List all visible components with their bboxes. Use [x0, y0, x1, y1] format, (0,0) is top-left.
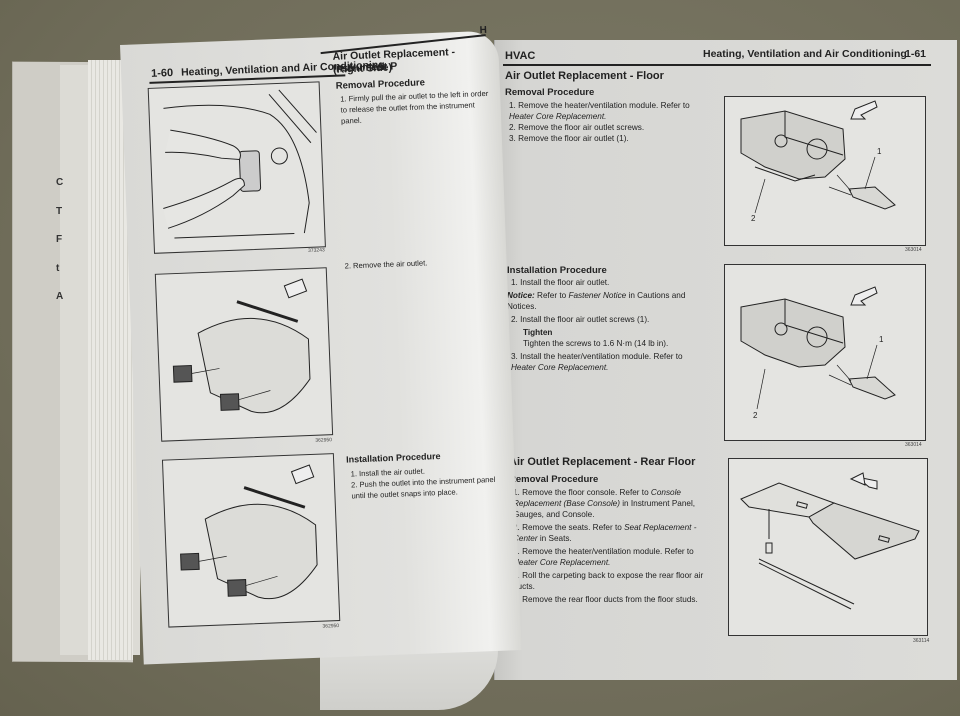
installation-heading: Installation Procedure [507, 265, 607, 276]
removal-step-1: 1. Firmly pull the air outlet to the lef… [340, 88, 489, 126]
rear-floor-duct-figure [728, 458, 928, 636]
direction-arrow-icon [850, 286, 878, 306]
instrument-panel-illustration [172, 278, 311, 414]
direction-arrow-icon [290, 464, 315, 485]
callout-2: 2 [751, 214, 756, 223]
page-number: 1-61 [905, 48, 927, 60]
installation-steps: 1. Install the air outlet. 2. Push the o… [350, 466, 496, 501]
air-outlet-icon [180, 552, 200, 571]
right-page: HVAC Heating, Ventilation and Air Condit… [494, 40, 957, 680]
left-page: 1-60 Heating, Ventilation and Air Condit… [120, 25, 522, 665]
instrument-panel-illustration [180, 464, 318, 600]
header-rule [503, 64, 931, 66]
removal-heading: Removal Procedure [335, 77, 426, 92]
floor-installation-steps: 1. Install the floor air outlet. Notice:… [507, 277, 707, 373]
rear-floor-removal-steps: 1. Remove the floor console. Refer to Co… [513, 487, 713, 605]
air-outlet-icon [172, 364, 193, 383]
step: 3. Remove the floor air outlet (1). [509, 134, 629, 143]
figure-code: 362950 [315, 437, 333, 444]
step: 1. Remove the heater/ventilation module.… [509, 101, 690, 121]
section-title-rear-floor: Air Outlet Replacement - Rear Floor [509, 456, 696, 468]
direction-arrow-icon [850, 100, 878, 120]
step: 1. Remove the floor console. Refer to Co… [513, 488, 696, 519]
section-title-floor: Air Outlet Replacement - Floor [505, 70, 664, 82]
step: 2. Remove the seats. Refer to Seat Repla… [513, 523, 697, 543]
callout-1: 1 [877, 147, 882, 156]
step: 3. Install the heater/ventilation module… [511, 352, 683, 372]
hvac-module-illustration [740, 286, 896, 410]
callout-1: 1 [879, 335, 884, 344]
tighten-heading: Tighten [523, 328, 553, 337]
header-section-code: HVAC [505, 50, 536, 62]
callout-2: 2 [753, 411, 758, 420]
floor-removal-steps: 1. Remove the heater/ventilation module.… [509, 100, 709, 144]
figure-code: 363014 [905, 442, 922, 448]
instrument-panel-install-figure [161, 453, 341, 628]
air-outlet-icon [219, 393, 240, 411]
section-subtitle: (Right Side) [332, 61, 393, 76]
figure-code: 363014 [905, 247, 922, 253]
hands-pulling-outlet-figure [147, 81, 326, 254]
rear-duct-illustration [740, 472, 920, 610]
figure-code: 363114 [913, 638, 930, 644]
floor-outlet-install-figure: 1 2 [724, 264, 926, 441]
notice: Notice: Refer to Fastener Notice in Caut… [507, 291, 686, 311]
removal-heading: Removal Procedure [505, 87, 595, 98]
figure-code: 373243 [307, 247, 325, 254]
tighten-spec: Tighten the screws to 1.6 N·m (14 lb in)… [523, 339, 669, 348]
header-title: Heating, Ventilation and Air Conditionin… [703, 48, 907, 60]
step: 3. Remove the heater/ventilation module.… [513, 547, 694, 567]
step: 2. Remove the floor air outlet screws. [509, 123, 645, 132]
installation-heading: Installation Procedure [345, 451, 441, 465]
step: 4. Roll the carpeting back to expose the… [513, 571, 704, 591]
hvac-module-illustration [740, 100, 896, 214]
step: 5. Remove the rear floor ducts from the … [513, 595, 698, 604]
air-outlet-icon [227, 579, 247, 597]
floor-outlet-removal-figure: 1 2 [724, 96, 926, 246]
figure-code: 362950 [322, 623, 340, 630]
removal-heading-rear: Removal Procedure [509, 474, 599, 485]
instrument-panel-removal-figure [154, 267, 334, 442]
page-number: 1-60 [150, 66, 174, 80]
hands-illustration [163, 89, 317, 239]
removal-step-2: 2. Remove the air outlet. [344, 258, 428, 271]
direction-arrow-icon [283, 278, 308, 299]
